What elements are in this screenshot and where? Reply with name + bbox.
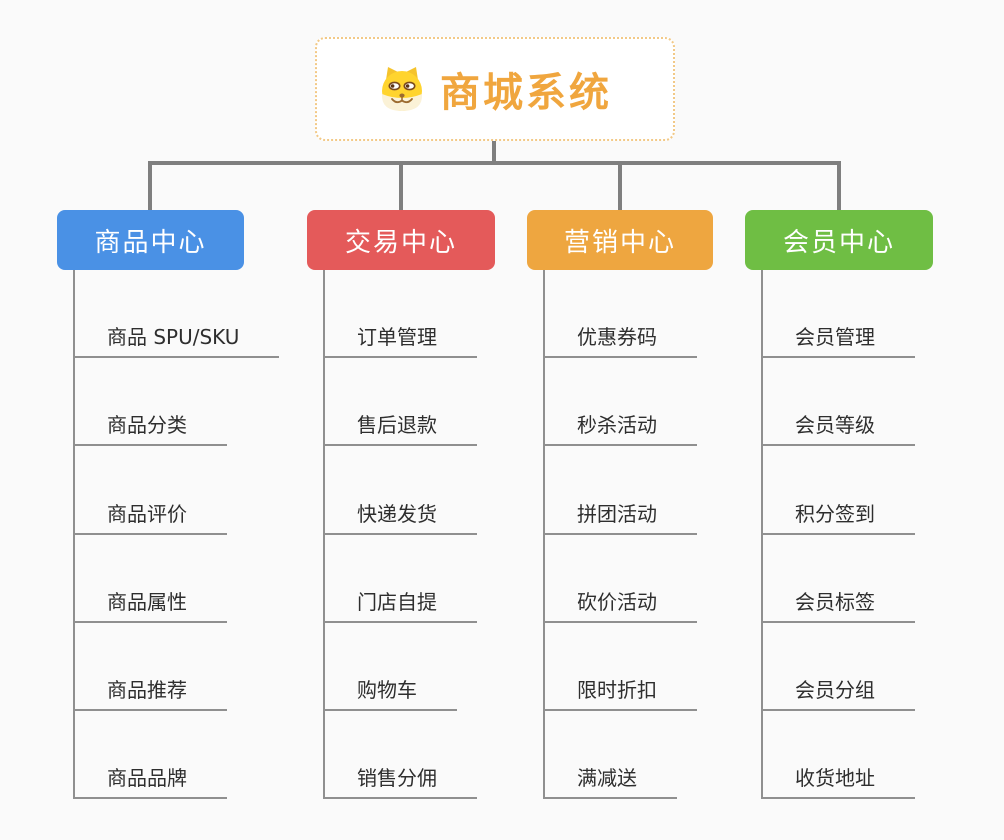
- child-node-label: 会员等级: [795, 413, 875, 438]
- child-node[interactable]: 商品品牌: [75, 711, 227, 800]
- child-node-label: 收货地址: [795, 766, 875, 791]
- child-node-label: 商品分类: [107, 413, 187, 438]
- child-node[interactable]: 商品 SPU/SKU: [75, 270, 280, 359]
- child-node[interactable]: 快递发货: [325, 446, 477, 535]
- child-node[interactable]: 购物车: [325, 623, 457, 711]
- child-node-label: 砍价活动: [577, 589, 657, 614]
- child-node-label: 商品 SPU/SKU: [107, 325, 240, 350]
- child-node[interactable]: 收货地址: [763, 711, 915, 800]
- child-node[interactable]: 门店自提: [325, 535, 477, 623]
- child-node[interactable]: 商品推荐: [75, 623, 227, 711]
- child-node[interactable]: 拼团活动: [545, 446, 697, 535]
- connector-branch-stem-member: [837, 161, 841, 210]
- child-node-label: 拼团活动: [577, 501, 657, 526]
- child-node[interactable]: 商品分类: [75, 358, 227, 447]
- child-node-label: 满减送: [577, 766, 637, 791]
- child-node[interactable]: 销售分佣: [325, 711, 477, 800]
- connector-root-stem: [492, 141, 496, 165]
- child-node[interactable]: 会员分组: [763, 623, 915, 711]
- child-node-label: 门店自提: [357, 589, 437, 614]
- child-node[interactable]: 限时折扣: [545, 623, 697, 711]
- child-node-label: 商品推荐: [107, 677, 187, 702]
- child-node-label: 限时折扣: [577, 677, 657, 702]
- child-node-label: 快递发货: [357, 501, 437, 526]
- child-node-label: 会员标签: [795, 589, 875, 614]
- child-node[interactable]: 会员管理: [763, 270, 915, 359]
- branch-node-goods-center[interactable]: 商品中心: [57, 210, 244, 270]
- child-node-label: 会员分组: [795, 677, 875, 702]
- child-node[interactable]: 商品评价: [75, 446, 227, 535]
- branch-node-trade-center[interactable]: 交易中心: [307, 210, 495, 270]
- connector-branch-stem-goods: [148, 161, 152, 210]
- child-node-label: 商品评价: [107, 501, 187, 526]
- child-node-label: 订单管理: [357, 325, 437, 350]
- child-node-label: 优惠券码: [577, 325, 657, 350]
- child-node-label: 商品品牌: [107, 766, 187, 791]
- child-node[interactable]: 积分签到: [763, 446, 915, 535]
- branch-children-marketing: 优惠券码 秒杀活动 拼团活动 砍价活动 限时折扣 满减送: [543, 270, 697, 800]
- child-node[interactable]: 订单管理: [325, 270, 477, 359]
- child-node[interactable]: 优惠券码: [545, 270, 697, 359]
- child-node-label: 秒杀活动: [577, 413, 657, 438]
- connector-bus: [148, 161, 841, 165]
- child-node[interactable]: 商品属性: [75, 535, 227, 623]
- branch-children-goods: 商品 SPU/SKU 商品分类 商品评价 商品属性 商品推荐 商品品牌: [73, 270, 280, 800]
- branch-children-trade: 订单管理 售后退款 快递发货 门店自提 购物车 销售分佣: [323, 270, 477, 800]
- child-node-label: 售后退款: [357, 413, 437, 438]
- child-node[interactable]: 会员标签: [763, 535, 915, 623]
- root-title: 商城系统: [440, 70, 612, 116]
- child-node-label: 积分签到: [795, 501, 875, 526]
- branch-node-marketing-center[interactable]: 营销中心: [527, 210, 713, 270]
- connector-branch-stem-trade: [399, 161, 403, 210]
- branch-node-member-center[interactable]: 会员中心: [745, 210, 933, 270]
- dog-face-icon: [381, 67, 423, 111]
- child-node-label: 购物车: [357, 677, 417, 702]
- child-node-label: 商品属性: [107, 589, 187, 614]
- child-node[interactable]: 售后退款: [325, 358, 477, 447]
- connector-branch-stem-marketing: [618, 161, 622, 210]
- child-node-label: 销售分佣: [357, 766, 437, 791]
- child-node[interactable]: 砍价活动: [545, 535, 697, 623]
- child-node[interactable]: 会员等级: [763, 358, 915, 447]
- child-node-label: 会员管理: [795, 325, 875, 350]
- root-node[interactable]: 商城系统: [315, 37, 675, 141]
- child-node[interactable]: 满减送: [545, 711, 677, 800]
- child-node[interactable]: 秒杀活动: [545, 358, 697, 447]
- branch-children-member: 会员管理 会员等级 积分签到 会员标签 会员分组 收货地址: [761, 270, 915, 800]
